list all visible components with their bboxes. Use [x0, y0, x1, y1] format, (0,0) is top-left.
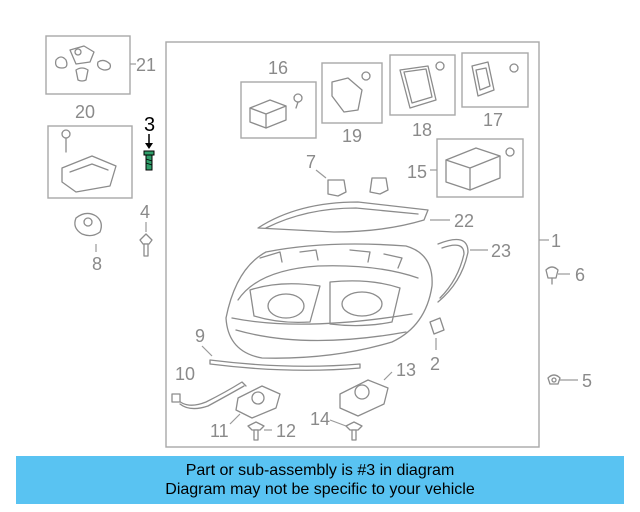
callout-19[interactable]: 19: [342, 126, 362, 146]
part-9-group[interactable]: 9: [195, 326, 361, 371]
part-5-group[interactable]: 5: [547, 371, 592, 391]
info-banner: Part or sub-assembly is #3 in diagram Di…: [16, 456, 624, 504]
callout-6[interactable]: 6: [575, 265, 585, 285]
callout-5[interactable]: 5: [582, 371, 592, 391]
part-18-group[interactable]: 18: [389, 54, 456, 140]
part-11-group[interactable]: 11: [210, 385, 281, 441]
part-20-group[interactable]: 20: [47, 102, 133, 199]
callout-20[interactable]: 20: [75, 102, 95, 122]
callout-13[interactable]: 13: [396, 360, 416, 380]
callout-17[interactable]: 17: [483, 110, 503, 130]
headlamp-assembly[interactable]: [225, 243, 433, 359]
callout-10[interactable]: 10: [175, 364, 195, 384]
callout-8[interactable]: 8: [92, 254, 102, 274]
part-10-group[interactable]: 10: [171, 364, 247, 410]
callout-9[interactable]: 9: [195, 326, 205, 346]
callout-14[interactable]: 14: [310, 409, 330, 429]
callout-23[interactable]: 23: [491, 241, 511, 261]
callout-7[interactable]: 7: [306, 152, 316, 172]
part-23-group[interactable]: 23: [437, 238, 511, 303]
callout-15[interactable]: 15: [407, 162, 427, 182]
part-4-group[interactable]: 4: [139, 202, 153, 257]
callout-3[interactable]: 3: [144, 114, 155, 136]
callout-16[interactable]: 16: [268, 58, 288, 78]
banner-line-2: Diagram may not be specific to your vehi…: [165, 481, 475, 498]
part-19-group[interactable]: 19: [321, 62, 383, 146]
part-17-group[interactable]: 17: [461, 52, 529, 130]
callout-21[interactable]: 21: [136, 55, 156, 75]
part-3-group[interactable]: 3: [143, 114, 155, 171]
part-2-group[interactable]: 2: [429, 317, 445, 374]
callout-1[interactable]: 1: [551, 231, 561, 251]
part-7-group[interactable]: 7: [306, 152, 389, 197]
callout-18[interactable]: 18: [412, 120, 432, 140]
part-12-group[interactable]: 12: [247, 421, 296, 441]
part-14-group[interactable]: 14: [310, 409, 363, 441]
part-16-group[interactable]: 16: [240, 58, 317, 139]
part-22-group[interactable]: 22: [257, 201, 474, 233]
part-13-group[interactable]: 13: [339, 360, 416, 417]
callout-22[interactable]: 22: [454, 211, 474, 231]
parts-diagram: 1 21 20 3 4 8: [45, 35, 592, 448]
part-15-group[interactable]: 15: [407, 138, 524, 198]
callout-11[interactable]: 11: [210, 421, 229, 441]
part-6-group[interactable]: 6: [545, 265, 585, 285]
part-21-group[interactable]: 21: [45, 35, 156, 95]
callout-2[interactable]: 2: [430, 354, 440, 374]
banner-line-1: Part or sub-assembly is #3 in diagram: [185, 462, 455, 479]
part-8-group[interactable]: 8: [74, 212, 102, 274]
callout-4[interactable]: 4: [140, 202, 150, 222]
callout-12[interactable]: 12: [276, 421, 296, 441]
